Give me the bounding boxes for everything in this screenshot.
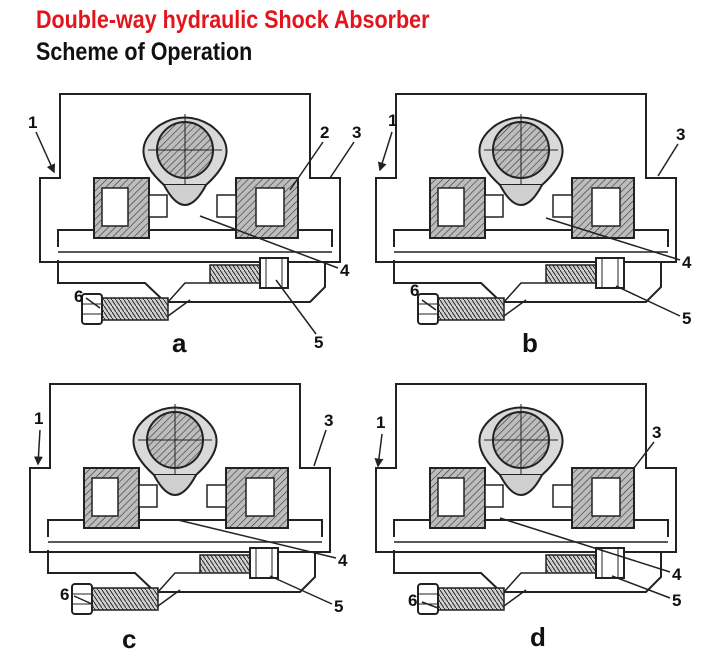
panel-label-c: c <box>122 624 136 654</box>
label-4: 4 <box>338 551 348 570</box>
label-6: 6 <box>60 585 69 604</box>
label-4: 4 <box>682 253 692 272</box>
panel-c: 1 3 4 5 6 c <box>29 383 348 654</box>
label-6: 6 <box>74 287 83 306</box>
panel-label-a: a <box>172 328 187 358</box>
label-3: 3 <box>652 423 661 442</box>
panel-d: 1 3 4 5 6 d <box>374 383 682 652</box>
label-1: 1 <box>388 111 397 130</box>
label-6: 6 <box>410 281 419 300</box>
label-3: 3 <box>352 123 361 142</box>
panel-b: 1 3 4 5 6 b <box>375 93 692 358</box>
label-1: 1 <box>28 113 37 132</box>
label-4: 4 <box>340 261 350 280</box>
label-6: 6 <box>408 591 417 610</box>
panel-label-d: d <box>530 622 546 652</box>
label-1: 1 <box>34 409 43 428</box>
title-line-2: Scheme of Operation <box>36 38 253 66</box>
label-5: 5 <box>334 597 343 616</box>
label-3: 3 <box>324 411 333 430</box>
label-5: 5 <box>672 591 681 610</box>
panel-a: 1 2 3 4 5 6 a <box>28 93 361 358</box>
label-1: 1 <box>376 413 385 432</box>
panel-label-b: b <box>522 328 538 358</box>
label-2: 2 <box>320 123 329 142</box>
label-3: 3 <box>676 125 685 144</box>
label-5: 5 <box>314 333 323 352</box>
label-4: 4 <box>672 565 682 584</box>
label-5: 5 <box>682 309 691 328</box>
title-line-1: Double-way hydraulic Shock Absorber <box>36 6 430 34</box>
